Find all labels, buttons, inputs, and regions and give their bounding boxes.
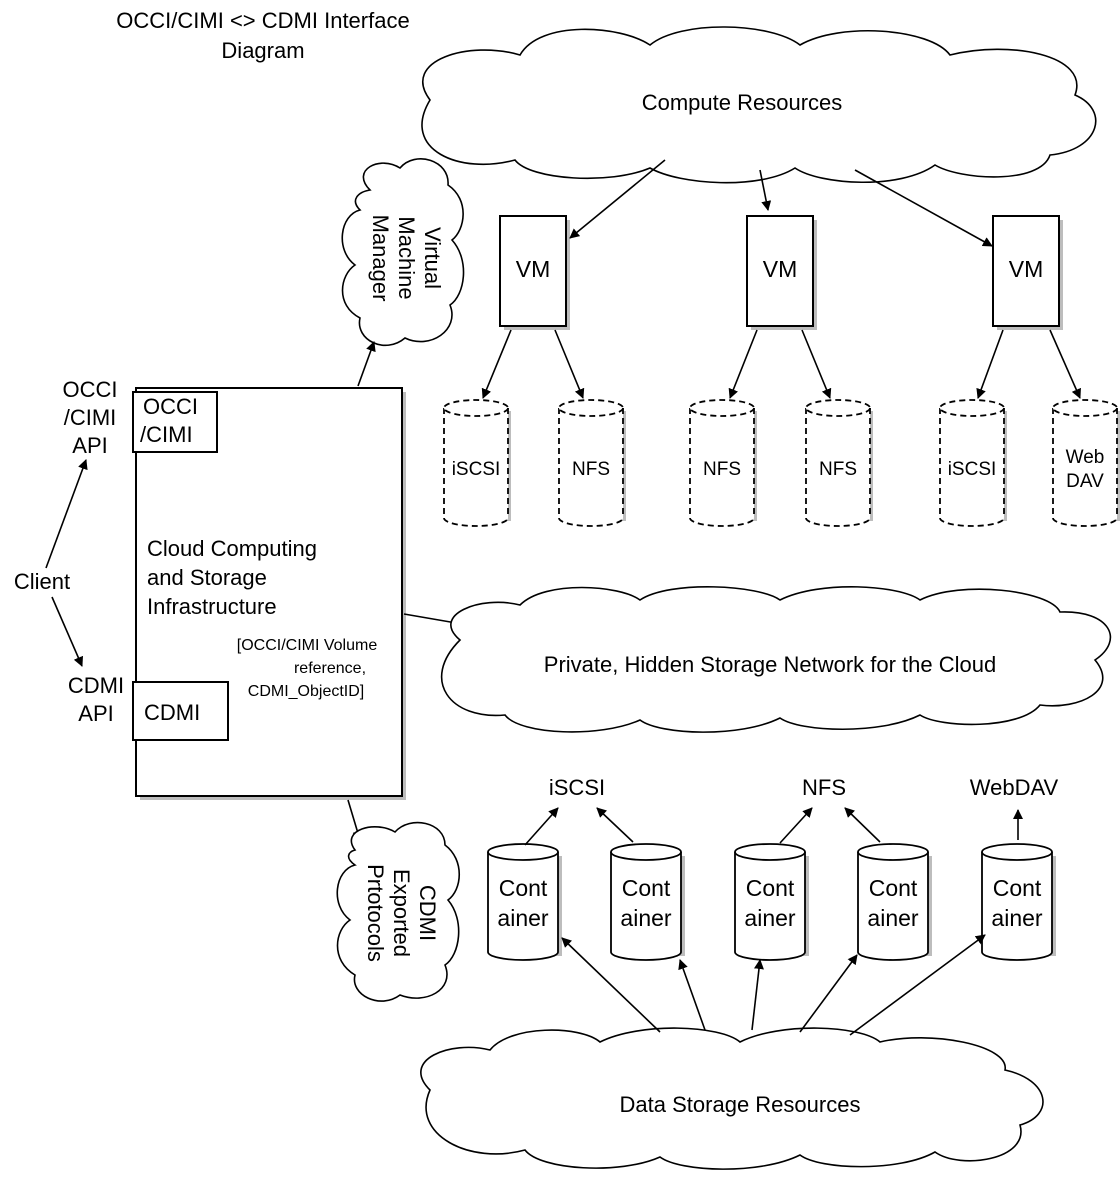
data-storage-cloud: Data Storage Resources — [420, 1027, 1044, 1170]
occi-api-label-3: API — [72, 433, 107, 458]
reference-label-3: CDMI_ObjectID] — [248, 683, 364, 700]
svg-text:VM: VM — [763, 256, 798, 282]
svg-text:VM: VM — [516, 256, 551, 282]
occi-cimi-box — [132, 391, 218, 453]
vm-storage-cylinder: NFS — [805, 399, 873, 527]
vm-box-3: VM — [992, 215, 1063, 330]
container-label: ainer — [991, 905, 1042, 931]
compute-resources-label: Compute Resources — [642, 90, 843, 115]
protocol-iscsi: iSCSI — [549, 775, 605, 800]
private-network-cloud: Private, Hidden Storage Network for the … — [440, 586, 1112, 733]
infrastructure-box: OCCI /CIMI Cloud Computing and Storage I… — [132, 387, 406, 800]
vm-storage-cylinder: NFS — [558, 399, 626, 527]
arrow-infra-vmm — [357, 341, 376, 387]
cdmi-api-label-2: API — [78, 701, 113, 726]
network-label: Private, Hidden Storage Network for the … — [544, 652, 996, 677]
container-cylinder: Cont ainer — [857, 843, 932, 961]
vm-storage-cylinder: WebDAV — [1052, 399, 1120, 527]
container-cylinder: Cont ainer — [487, 843, 562, 961]
vm-box-2: VM — [746, 215, 817, 330]
occi-api-label-2: /CIMI — [64, 405, 117, 430]
arrow-vm3-webdav — [1049, 329, 1081, 399]
container-cylinder: Cont ainer — [610, 843, 685, 961]
diagram-title-line2: Diagram — [221, 38, 304, 63]
data-storage-label: Data Storage Resources — [620, 1092, 861, 1117]
arrow-vm1-nfs — [554, 329, 585, 399]
cdmi-protocols-label-2: Exported — [389, 869, 414, 957]
vm-storage-cylinder: iSCSI — [443, 399, 511, 527]
arrow-compute-vm2 — [759, 169, 772, 211]
vm-storage-label: DAV — [1066, 471, 1104, 492]
container-label: Cont — [869, 875, 918, 901]
reference-label-2: reference, — [294, 660, 366, 677]
arrow-ds-c4 — [799, 954, 858, 1033]
vmm-label-2: Machine — [394, 216, 419, 299]
vm-storage-cylinder: iSCSI — [939, 399, 1007, 527]
vm-storage-cylinder: NFS — [689, 399, 757, 527]
cdmi-box — [132, 681, 229, 741]
infra-label-3: Infrastructure — [147, 594, 277, 619]
arrow-ds-c1 — [561, 937, 661, 1033]
client-label: Client — [14, 569, 70, 594]
container-label: ainer — [620, 905, 671, 931]
infra-label-1: Cloud Computing — [147, 536, 317, 561]
arrow-client-occi — [45, 459, 88, 569]
arrow-compute-vm1 — [569, 159, 666, 239]
vm-storage-label: NFS — [819, 459, 857, 480]
arrow-vm2-nfs-a — [728, 329, 758, 399]
arrow-c1-iscsi — [524, 807, 559, 846]
infra-label-2: and Storage — [147, 565, 267, 590]
arrow-client-cdmi — [51, 596, 83, 667]
vm-storage-label: NFS — [703, 459, 741, 480]
vm-box-1: VM — [499, 215, 570, 330]
arrow-vm1-iscsi — [481, 329, 512, 399]
container-cylinder: Cont ainer — [734, 843, 809, 961]
container-label: Cont — [993, 875, 1042, 901]
vm-storage-label: NFS — [572, 459, 610, 480]
compute-resources-cloud: Compute Resources — [421, 26, 1097, 184]
occi-box-label-2: /CIMI — [140, 422, 193, 447]
vm-storage-label: iSCSI — [452, 459, 501, 480]
reference-label-1: [OCCI/CIMI Volume — [237, 637, 378, 654]
arrow-c4-nfs — [844, 807, 881, 843]
svg-text:VM: VM — [1009, 256, 1044, 282]
vmm-label-3: Manager — [368, 215, 393, 302]
container-label: Cont — [622, 875, 671, 901]
arrow-ds-c2 — [678, 959, 706, 1031]
arrow-c3-nfs — [779, 807, 813, 844]
vm-storage-label: iSCSI — [948, 459, 997, 480]
container-label: Cont — [746, 875, 795, 901]
container-cylinder: Cont ainer — [981, 843, 1056, 961]
protocol-webdav: WebDAV — [970, 775, 1059, 800]
arrow-vm3-iscsi — [976, 329, 1004, 399]
vmm-cloud: Virtual Machine Manager — [341, 158, 465, 347]
arrow-ds-c3 — [751, 959, 764, 1031]
occi-box-label-1: OCCI — [143, 394, 198, 419]
cdmi-api-label-1: CDMI — [68, 673, 124, 698]
vm-storage-label: Web — [1066, 447, 1105, 468]
arrow-vm2-nfs-b — [801, 329, 832, 399]
protocol-nfs: NFS — [802, 775, 846, 800]
diagram-title: OCCI/CIMI <> CDMI Interface — [116, 8, 409, 33]
container-label: ainer — [497, 905, 548, 931]
arrow-compute-vm3 — [854, 169, 993, 247]
arrow-c2-iscsi — [596, 807, 634, 843]
cdmi-protocols-label-1: CDMI — [415, 885, 440, 941]
cdmi-protocols-cloud: CDMI Exported Prtotocols — [336, 821, 460, 1002]
container-label: Cont — [499, 875, 548, 901]
cdmi-protocols-label-3: Prtotocols — [363, 864, 388, 962]
cdmi-box-label: CDMI — [144, 700, 200, 725]
occi-api-label-1: OCCI — [63, 377, 118, 402]
arrow-ds-c5 — [849, 934, 986, 1036]
container-label: ainer — [744, 905, 795, 931]
container-label: ainer — [867, 905, 918, 931]
vmm-label-1: Virtual — [420, 227, 445, 289]
